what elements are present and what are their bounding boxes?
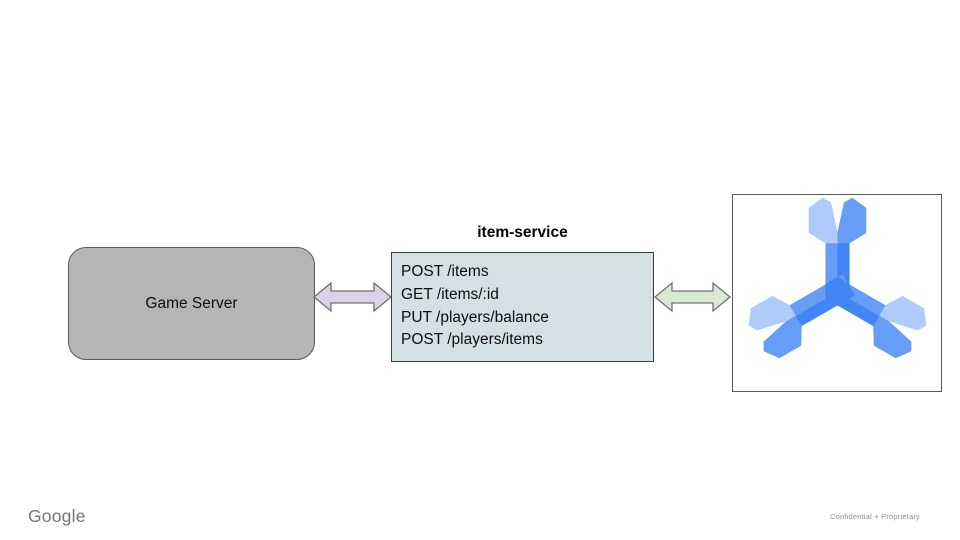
confidential-label: Confidential + Proprietary <box>829 512 920 521</box>
game-server-label: Game Server <box>145 294 238 312</box>
item-service-node: POST /items GET /items/:id PUT /players/… <box>391 252 654 362</box>
spanner-hub <box>824 276 850 306</box>
double-arrow-game-service <box>313 281 392 313</box>
double-arrow-service-db <box>654 281 731 313</box>
database-card <box>732 194 942 392</box>
endpoint-line: PUT /players/balance <box>401 308 549 326</box>
google-logo: Google <box>28 506 86 526</box>
endpoint-line: GET /items/:id <box>401 285 499 303</box>
double-arrow-shape <box>654 281 731 313</box>
endpoint-line: POST /items <box>401 263 489 280</box>
endpoint-line: POST /players/items <box>401 331 543 349</box>
cloud-spanner-icon <box>748 197 926 358</box>
game-server-node: Game Server <box>68 247 315 360</box>
double-arrow-shape <box>313 281 392 313</box>
spanner-arm-bottom-right <box>819 274 926 358</box>
service-title: item-service <box>477 224 568 241</box>
